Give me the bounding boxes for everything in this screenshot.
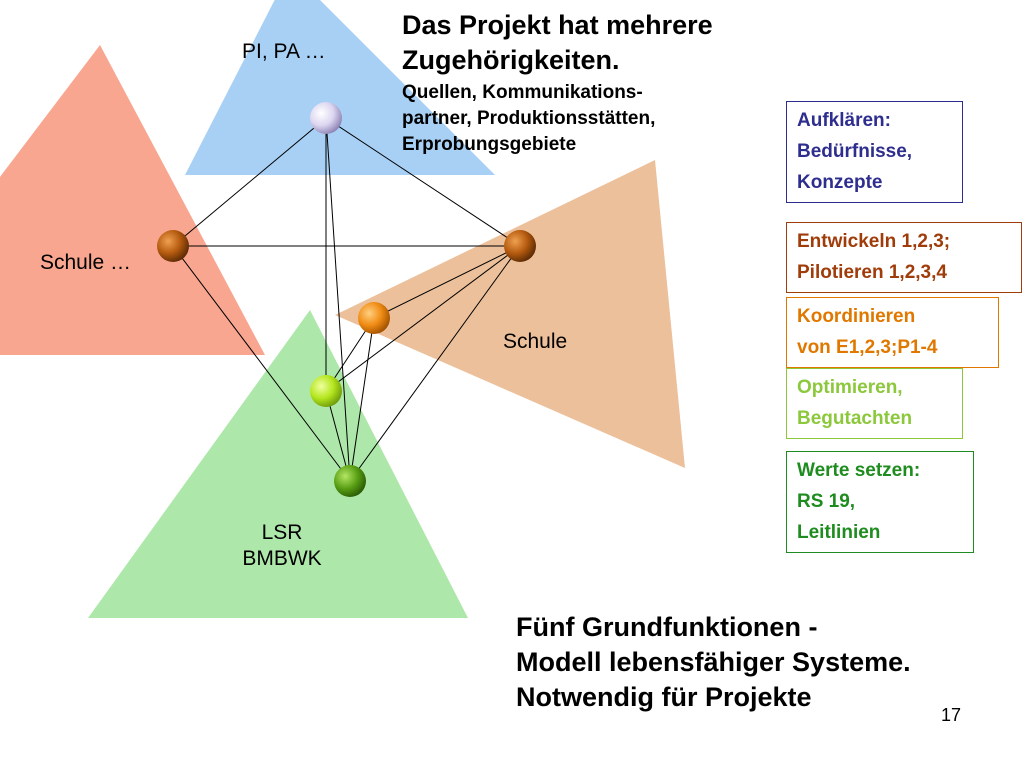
box-optimieren-line-2: Begutachten	[797, 408, 913, 429]
label-pi-pa: PI, PA …	[242, 40, 326, 63]
box-werte-setzen: Werte setzen: RS 19, Leitlinien	[786, 451, 974, 553]
triangle-green	[88, 310, 468, 618]
heading-line-2: Zugehörigkeiten.	[402, 45, 620, 75]
node-bottom	[334, 465, 366, 497]
edge-right-orange	[373, 245, 521, 319]
edge-top-left	[172, 117, 327, 247]
footer-text: Fünf Grundfunktionen - Modell lebensfähi…	[516, 610, 911, 715]
box-entwickeln-line-2: Pilotieren 1,2,3,4	[797, 262, 947, 283]
box-optimieren-line-1: Optimieren,	[797, 377, 903, 398]
box-aufklaeren: Aufklären: Bedürfnisse, Konzepte	[786, 101, 963, 203]
heading-line-4: partner, Produktionsstätten,	[402, 108, 656, 129]
box-werte-setzen-line-3: Leitlinien	[797, 522, 881, 543]
label-schule-left: Schule …	[40, 251, 132, 274]
box-entwickeln: Entwickeln 1,2,3; Pilotieren 1,2,3,4	[786, 222, 1022, 293]
heading-subline: Quellen, Kommunikations- partner, Produk…	[402, 80, 782, 158]
footer-line-1: Fünf Grundfunktionen -	[516, 612, 818, 642]
box-koordinieren-line-1: Koordinieren	[797, 306, 916, 327]
box-aufklaeren-line-1: Aufklären:	[797, 110, 891, 131]
box-entwickeln-line-1: Entwickeln 1,2,3;	[797, 231, 951, 252]
box-werte-setzen-line-1: Werte setzen:	[797, 460, 921, 481]
heading-line-3: Quellen, Kommunikations-	[402, 82, 643, 103]
box-koordinieren: Koordinieren von E1,2,3;P1-4	[786, 297, 999, 368]
label-bmbwk: BMBWK	[242, 547, 322, 570]
heading-line-5: Erprobungsgebiete	[402, 134, 577, 155]
triangle-salmon	[0, 45, 265, 355]
node-top	[310, 102, 342, 134]
edge-orange-bottom	[349, 317, 375, 482]
box-optimieren: Optimieren, Begutachten	[786, 368, 963, 439]
edge-left-bottom	[172, 245, 351, 482]
node-left	[157, 230, 189, 262]
heading: Das Projekt hat mehrere Zugehörigkeiten.…	[402, 8, 782, 158]
node-orange	[358, 302, 390, 334]
heading-line-1: Das Projekt hat mehrere	[402, 10, 713, 40]
triangle-blue	[185, 0, 495, 175]
edge-top-bottom	[325, 117, 351, 482]
box-werte-setzen-line-2: RS 19,	[797, 491, 856, 512]
footer-line-3: Notwendig für Projekte	[516, 682, 812, 712]
box-aufklaeren-line-3: Konzepte	[797, 172, 883, 193]
box-aufklaeren-line-2: Bedürfnisse,	[797, 141, 913, 162]
footer-line-2: Modell lebensfähiger Systeme.	[516, 647, 911, 677]
node-lime	[310, 375, 342, 407]
edge-right-lime	[325, 245, 521, 392]
box-koordinieren-line-2: von E1,2,3;P1-4	[797, 337, 938, 358]
triangle-tan	[335, 160, 685, 468]
edge-right-bottom	[349, 245, 521, 482]
label-lsr-bmbwk: LSR BMBWK	[232, 520, 332, 572]
node-right	[504, 230, 536, 262]
page-number: 17	[941, 705, 962, 725]
edge-top-right	[325, 117, 521, 247]
label-lsr: LSR	[261, 521, 303, 544]
nodes	[157, 102, 536, 497]
label-schule-right: Schule	[503, 330, 568, 353]
